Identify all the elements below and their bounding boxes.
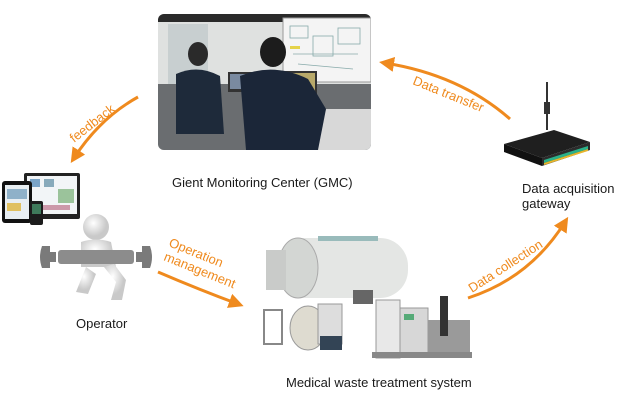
data-collection-arrow xyxy=(467,216,569,300)
feedback-arrow xyxy=(70,95,139,164)
gateway-label-line1: Data acquisition xyxy=(522,181,615,196)
gateway-label: Data acquisition gateway xyxy=(522,181,615,211)
feedback-label: feedback xyxy=(67,101,118,146)
data-transfer-arrow xyxy=(379,57,511,121)
treatment-system-label: Medical waste treatment system xyxy=(286,375,472,390)
operator-image xyxy=(36,212,156,307)
data-collection-label: Data collection xyxy=(465,236,545,295)
operator-label: Operator xyxy=(76,316,128,331)
gateway-label-line2: gateway xyxy=(522,196,571,211)
gmc-label: Gient Monitoring Center (GMC) xyxy=(172,175,353,190)
operation-management-arrow xyxy=(157,270,244,308)
gateway-image xyxy=(502,82,592,168)
gmc-photo xyxy=(158,14,371,150)
devices-image xyxy=(0,165,82,227)
treatment-system-image xyxy=(258,228,476,368)
